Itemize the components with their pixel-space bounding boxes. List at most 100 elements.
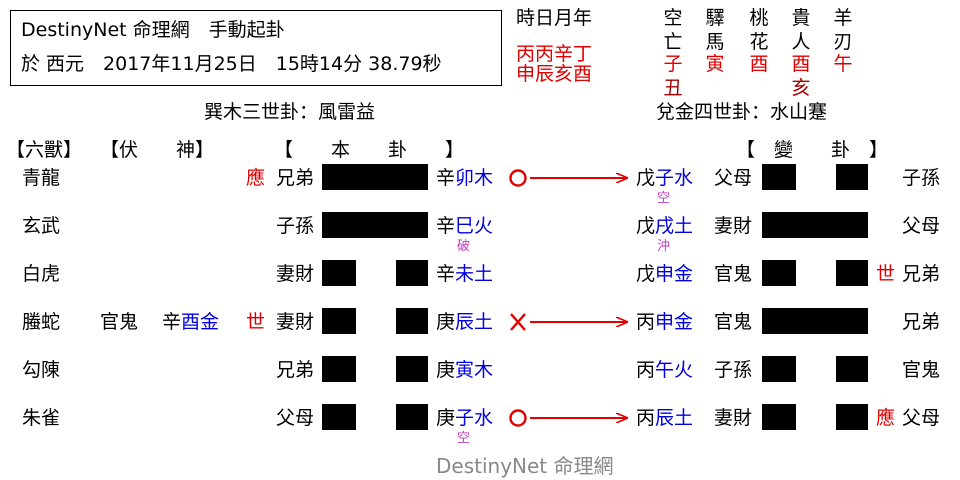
yin-line-left bbox=[322, 308, 356, 334]
shensha-title-char: 空 bbox=[663, 7, 683, 29]
heavenly-stem: 辛 bbox=[436, 167, 456, 189]
six-relation: 兄弟 bbox=[276, 359, 315, 381]
changed-stem: 丙 bbox=[636, 311, 656, 333]
watermark: DestinyNet 命理網 bbox=[436, 454, 614, 478]
yin-line-right bbox=[396, 356, 428, 382]
branch-status-note: 破 bbox=[457, 239, 471, 254]
heavenly-stem: 辛 bbox=[436, 263, 456, 285]
header-box: DestinyNet 命理網 手動起卦 於 西元 2017年11月25日 15時… bbox=[10, 10, 502, 86]
header-base-gua: 【 本 卦 】 bbox=[274, 139, 465, 161]
six-relation: 兄弟 bbox=[276, 167, 315, 189]
changed-yin-line-left bbox=[762, 404, 796, 430]
hidden-god-branch: 酉金 bbox=[181, 311, 220, 333]
changed-gua-name: 兌金四世卦：水山蹇 bbox=[656, 101, 828, 123]
changed-six-relation: 子孫 bbox=[902, 167, 941, 189]
changed-yang-line bbox=[762, 308, 868, 334]
changed-branch: 戌土 bbox=[655, 215, 694, 237]
yin-line-right bbox=[396, 404, 428, 430]
shensha-title-char: 驛 bbox=[705, 7, 725, 29]
shensha-value: 午 bbox=[833, 53, 853, 75]
yin-line-right bbox=[396, 260, 428, 286]
changed-yin-line-right bbox=[836, 356, 868, 382]
changed-stem: 戊 bbox=[636, 167, 656, 189]
ying-shi-mark: 應 bbox=[246, 167, 266, 189]
pillars-stems: 丙丙辛丁 bbox=[516, 43, 593, 65]
changed-six-relation: 父母 bbox=[902, 407, 941, 429]
six-relation: 妻財 bbox=[276, 263, 315, 285]
heavenly-stem: 庚 bbox=[436, 407, 456, 429]
earthly-branch: 卯木 bbox=[455, 167, 494, 189]
six-beast-label: 玄武 bbox=[22, 215, 61, 237]
changed-yin-line-right bbox=[836, 404, 868, 430]
changed-relation: 子孫 bbox=[714, 359, 753, 381]
hidden-god-relation: 官鬼 bbox=[100, 311, 139, 333]
earthly-branch: 巳火 bbox=[455, 215, 494, 237]
shensha-title-char: 貴 bbox=[791, 7, 811, 29]
earthly-branch: 子水 bbox=[455, 407, 494, 429]
header-changed-gua: 【 變 卦 】 bbox=[736, 139, 889, 161]
header-six-beasts: 【六獸】 bbox=[6, 139, 83, 161]
pillars-label: 時日月年 bbox=[516, 7, 593, 29]
shensha-value: 子 bbox=[663, 53, 683, 75]
shensha-title-char: 人 bbox=[791, 31, 811, 53]
six-beast-label: 勾陳 bbox=[22, 359, 61, 381]
yang-line bbox=[322, 212, 428, 238]
shensha-title-char: 花 bbox=[749, 31, 769, 53]
changed-stem: 丙 bbox=[636, 359, 656, 381]
changed-relation: 妻財 bbox=[714, 407, 753, 429]
changed-yin-line-left bbox=[762, 164, 796, 190]
changed-yin-line-left bbox=[762, 356, 796, 382]
earthly-branch: 未土 bbox=[455, 263, 494, 285]
yin-line-left bbox=[322, 356, 356, 382]
earthly-branch: 寅木 bbox=[455, 359, 494, 381]
changed-yin-line-right bbox=[836, 164, 868, 190]
yin-line-right bbox=[396, 308, 428, 334]
change-arrow-icon bbox=[509, 409, 636, 427]
yin-line-left bbox=[322, 404, 356, 430]
heavenly-stem: 庚 bbox=[436, 311, 456, 333]
changed-yang-line bbox=[762, 212, 868, 238]
shensha-value: 寅 bbox=[705, 53, 725, 75]
changed-relation: 父母 bbox=[714, 167, 753, 189]
changed-shi-ying-mark: 應 bbox=[876, 407, 896, 429]
shensha-value: 酉 bbox=[791, 53, 811, 75]
changed-stem: 丙 bbox=[636, 407, 656, 429]
changed-branch-note: 空 bbox=[657, 191, 671, 206]
changed-relation: 官鬼 bbox=[714, 311, 753, 333]
changed-six-relation: 官鬼 bbox=[902, 359, 941, 381]
shensha-title-char: 亡 bbox=[663, 31, 683, 53]
heavenly-stem: 辛 bbox=[436, 215, 456, 237]
changed-six-relation: 兄弟 bbox=[902, 311, 941, 333]
six-relation: 父母 bbox=[276, 407, 315, 429]
six-beast-label: 朱雀 bbox=[22, 407, 61, 429]
pillars-branches: 申辰亥酉 bbox=[516, 63, 593, 85]
yin-line-left bbox=[322, 260, 356, 286]
hidden-god-shi-mark: 世 bbox=[246, 311, 266, 333]
changed-six-relation: 父母 bbox=[902, 215, 941, 237]
change-arrow-icon bbox=[509, 169, 636, 187]
change-arrow-icon bbox=[510, 313, 636, 331]
header-title: DestinyNet 命理網 手動起卦 bbox=[21, 19, 285, 41]
six-beast-label: 螣蛇 bbox=[22, 311, 61, 333]
changed-branch: 申金 bbox=[655, 311, 694, 333]
changed-six-relation: 兄弟 bbox=[902, 263, 941, 285]
changed-relation: 官鬼 bbox=[714, 263, 753, 285]
six-relation: 妻財 bbox=[276, 311, 315, 333]
changed-yin-line-right bbox=[836, 260, 868, 286]
heavenly-stem: 庚 bbox=[436, 359, 456, 381]
six-relation: 子孫 bbox=[276, 215, 315, 237]
changed-branch-note: 沖 bbox=[657, 239, 671, 254]
header-datetime: 於 西元 2017年11月25日 15時14分 38.79秒 bbox=[21, 53, 442, 75]
shensha-title-char: 馬 bbox=[705, 31, 725, 53]
changed-branch: 午火 bbox=[655, 359, 694, 381]
branch-status-note: 空 bbox=[457, 431, 471, 446]
shensha-value: 亥 bbox=[791, 77, 811, 99]
base-gua-name: 巽木三世卦：風雷益 bbox=[204, 101, 376, 123]
changed-stem: 戊 bbox=[636, 215, 656, 237]
hidden-god-stem: 辛 bbox=[162, 311, 182, 333]
changed-shi-ying-mark: 世 bbox=[876, 263, 896, 285]
shensha-title-char: 桃 bbox=[749, 7, 769, 29]
shensha-value: 酉 bbox=[749, 53, 769, 75]
changed-relation: 妻財 bbox=[714, 215, 753, 237]
six-beast-label: 青龍 bbox=[22, 167, 61, 189]
